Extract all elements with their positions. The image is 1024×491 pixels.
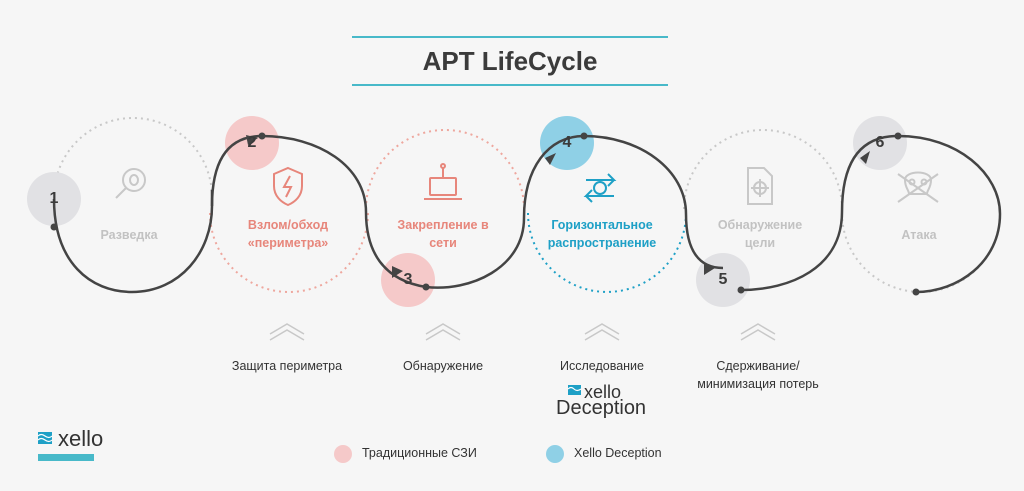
skull-icon: [897, 171, 939, 203]
step-1-label: Разведка: [100, 228, 158, 242]
arrowhead-5-icon: [704, 262, 715, 275]
arrowhead-4-icon: [545, 153, 556, 165]
arrowhead-2-icon: [246, 135, 258, 145]
target-document-icon: [747, 167, 773, 205]
cycle-2-dotted-arc: [209, 212, 369, 293]
step-5-label: Обнаружение цели: [717, 218, 803, 250]
path-dot: [737, 286, 745, 294]
legend-traditional-label: Традиционные СЗИ: [362, 446, 477, 460]
title-bottom-rule: [352, 84, 668, 86]
bug-search-icon: [115, 168, 146, 199]
path-dot: [422, 283, 430, 291]
cycle-5-dotted-arc: [683, 129, 843, 210]
step-6-label: Атака: [901, 228, 937, 242]
defense-containment: Сдерживание/ минимизация потерь: [697, 359, 819, 391]
xello-deception-logo-line2: Deception: [556, 397, 647, 419]
arrowhead-6-icon: [860, 151, 870, 164]
step-5-number: 5: [718, 271, 728, 288]
lateral-arrows-icon: [583, 173, 617, 203]
step-3-label: Закрепление в сети: [397, 218, 489, 250]
path-dot: [258, 132, 266, 140]
page-title: APT LifeCycle: [422, 46, 598, 76]
cycle-1-dotted-arc: [53, 117, 213, 198]
cycle-4-dotted-arc: [527, 212, 687, 293]
arrowhead-3-icon: [392, 266, 403, 278]
cycle-3-dotted-arc: [365, 129, 525, 210]
legend-dot-traditional: [334, 445, 352, 463]
title-top-rule: [352, 36, 668, 38]
laptop-network-icon: [424, 163, 462, 200]
step-3-number: 3: [403, 271, 413, 288]
step-4-number: 4: [562, 134, 572, 151]
chevron-up-icon: [584, 323, 620, 341]
xello-deception-logo-mark-icon: [567, 385, 582, 395]
path-dot: [912, 288, 920, 296]
path-dot: [580, 132, 588, 140]
lifecycle-path: [52, 134, 1002, 294]
xello-logo-bar: [38, 454, 94, 461]
step-1-number: 1: [49, 190, 59, 207]
chevron-up-icon: [269, 323, 305, 341]
defense-perimeter: Защита периметра: [231, 359, 343, 373]
title-block: APT LifeCycle: [352, 36, 668, 86]
path-dot: [894, 132, 902, 140]
step-4-label: Горизонтальное распространение: [547, 218, 657, 250]
step-2-label: Взлом/обход «периметра»: [247, 218, 329, 250]
step-2-number: 2: [247, 134, 257, 151]
defense-research: Исследование: [560, 359, 644, 373]
legend-dot-deception: [546, 445, 564, 463]
path-dot: [50, 223, 58, 231]
defense-detection: Обнаружение: [402, 359, 484, 373]
step-3-circle: [381, 253, 435, 307]
xello-deception-logo-line1: xello: [584, 382, 622, 402]
xello-logo-text: xello: [58, 426, 104, 451]
chevron-up-icon: [425, 323, 461, 341]
broken-shield-icon: [273, 166, 303, 207]
legend-deception-label: Xello Deception: [574, 446, 662, 460]
step-6-number: 6: [875, 134, 885, 151]
chevron-up-icon: [740, 323, 776, 341]
cycle-6-dotted-arc: [841, 212, 1001, 293]
step-2-circle: [225, 116, 279, 170]
xello-logo-mark-icon: [37, 432, 53, 444]
